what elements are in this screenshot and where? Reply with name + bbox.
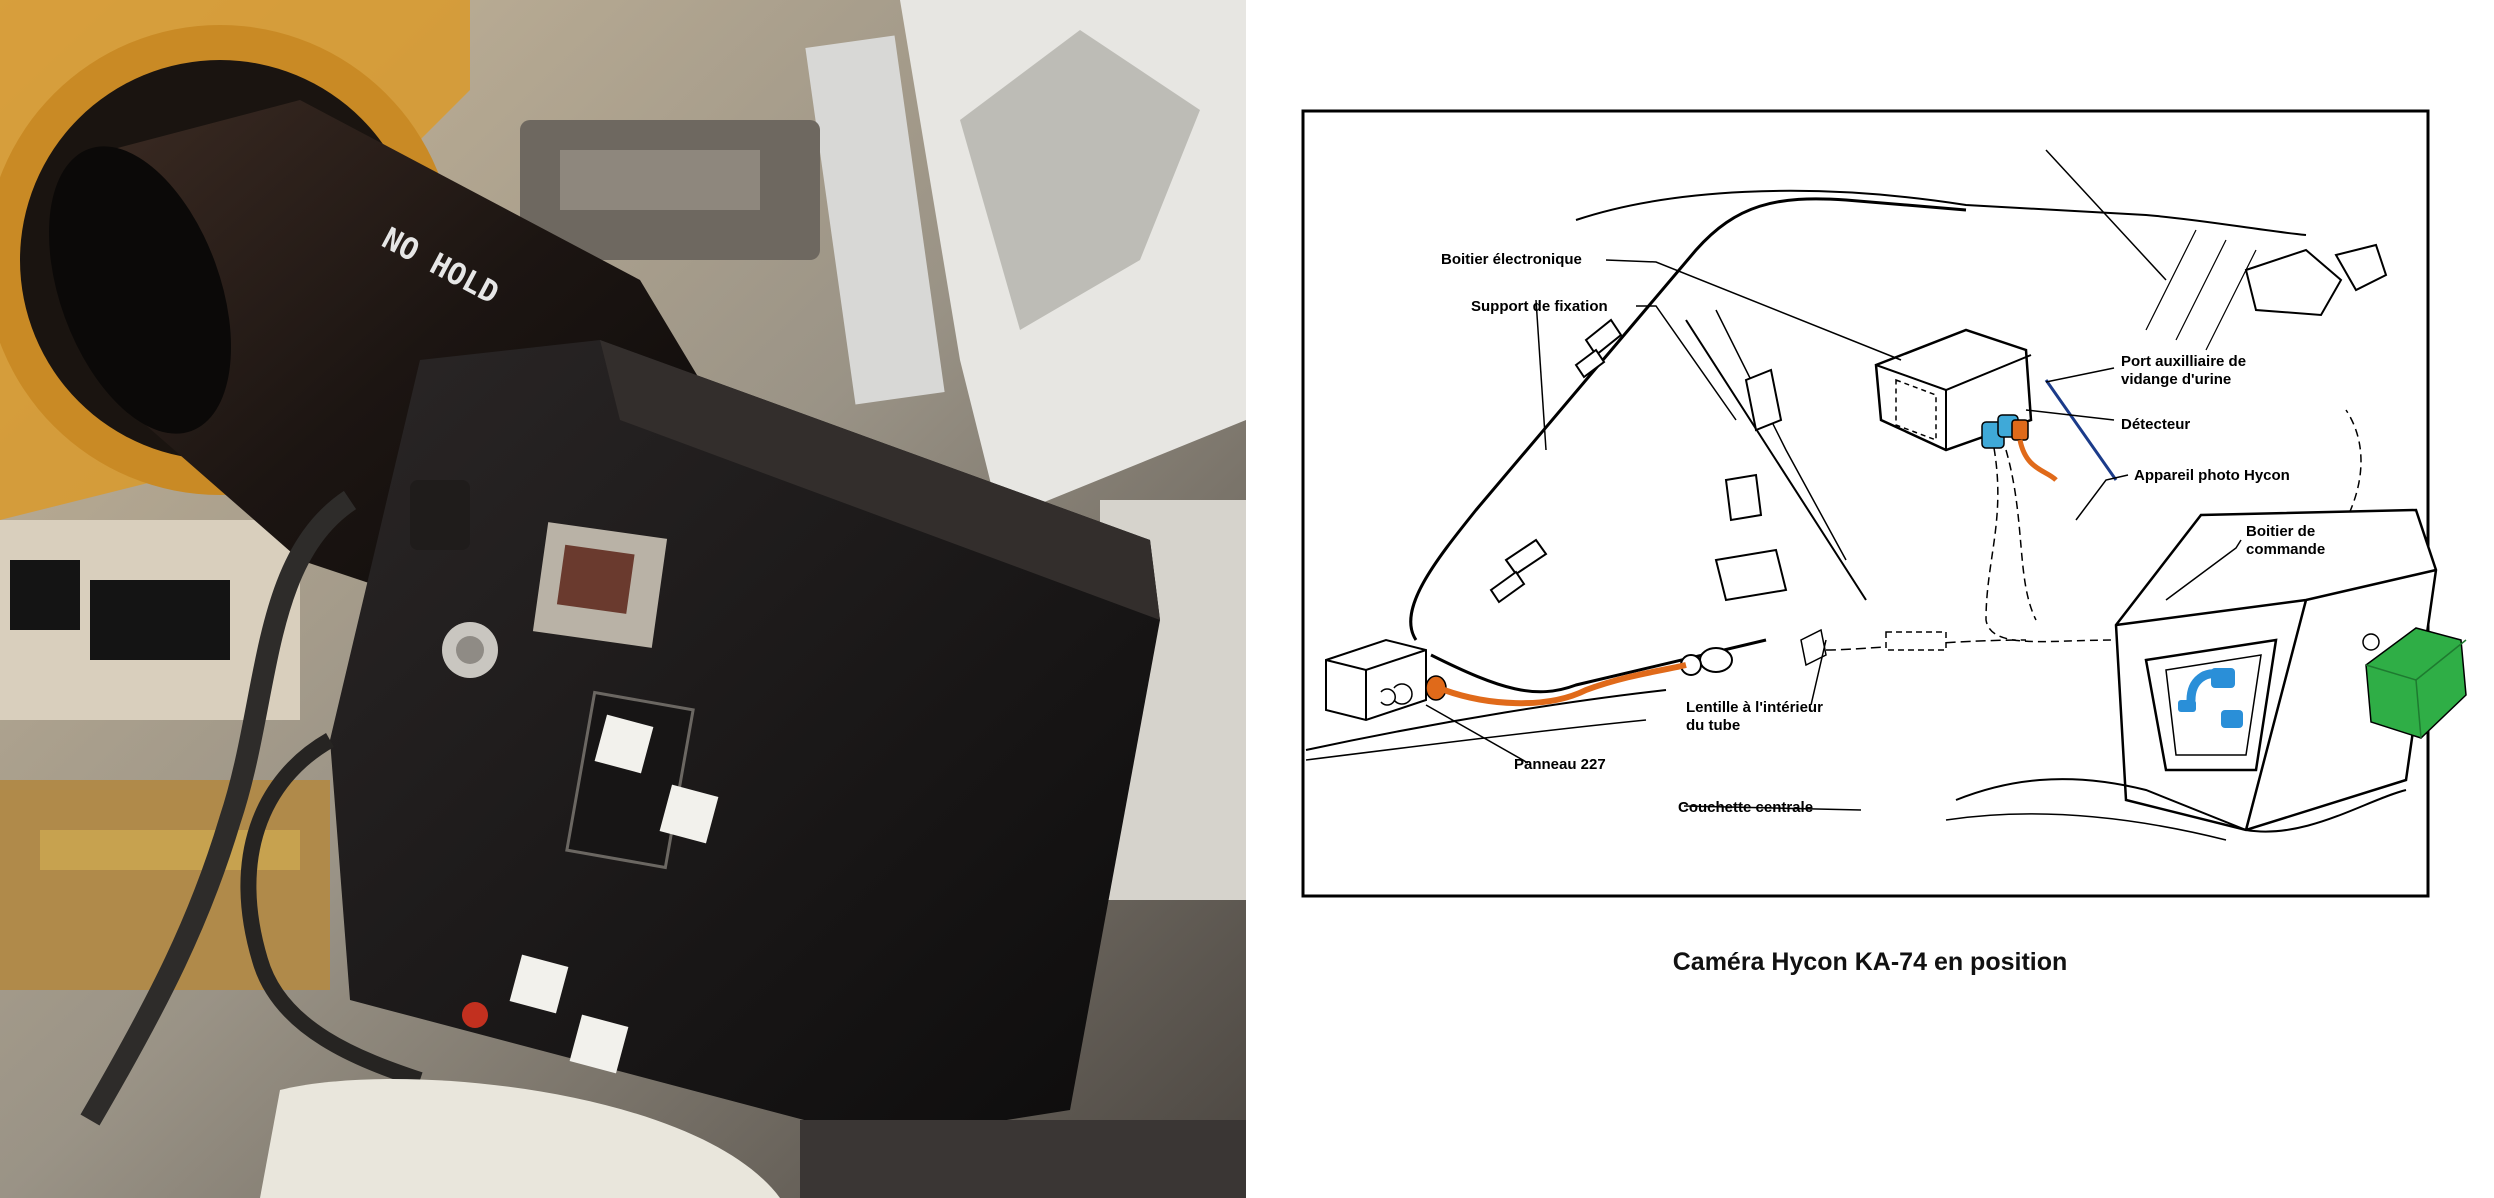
center-couch [1955, 778, 2407, 833]
label-lens: Lentille à l'intérieur du tube [1686, 699, 1827, 734]
electronics-box [1874, 328, 2033, 452]
label-couch: Couchette centrale [1678, 799, 1813, 816]
label-aux-port: Port auxilliaire de vidange d'urine [2121, 353, 2250, 388]
control-box [2365, 627, 2467, 739]
label-control-box: Boitier de commande [2246, 523, 2325, 558]
diagram-caption: Caméra Hycon KA-74 en position [1672, 948, 2068, 976]
label-mount: Support de fixation [1471, 298, 1608, 315]
label-electronics-box: Boitier électronique [1441, 251, 1582, 268]
hycon-camera [2114, 508, 2438, 832]
mount-bracket [1714, 368, 1788, 602]
diagram-panel: Boitier électronique Support de fixation… [1246, 0, 2494, 1198]
panel-cable [1442, 662, 1687, 707]
camera-diagram: Boitier électronique Support de fixation… [1301, 109, 2467, 898]
camera-photo: NO HOLD [0, 0, 1246, 1198]
leader-lines [1425, 259, 2242, 811]
label-panel: Panneau 227 [1514, 756, 1606, 773]
aux-port-connector [2011, 419, 2029, 441]
label-detector: Détecteur [2121, 416, 2190, 433]
label-camera: Appareil photo Hycon [2134, 467, 2290, 484]
aux-port-cable [2017, 439, 2058, 482]
hatch-latches [1489, 243, 2388, 604]
lens-tube [1680, 628, 2027, 676]
hatch-window-outline [1409, 197, 1967, 641]
